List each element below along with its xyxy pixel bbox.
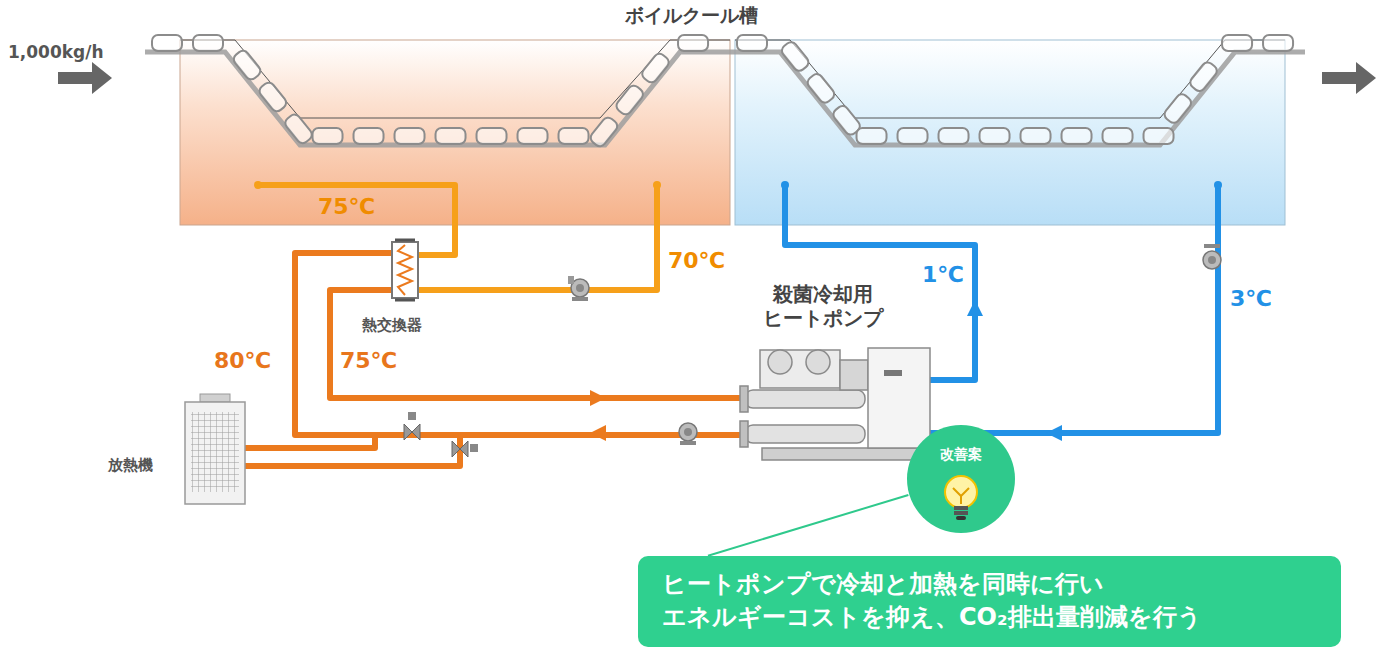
temperature: 3℃	[1230, 286, 1272, 312]
pump	[1203, 244, 1221, 269]
conveyor-tray	[898, 128, 928, 144]
part-name: 熱交換器	[362, 316, 422, 334]
idea-badge: 改善案	[906, 424, 1016, 534]
conveyor-tray	[1188, 60, 1219, 93]
temperature: 1℃	[922, 262, 964, 288]
conveyor-tray	[1222, 35, 1252, 51]
cold-tank	[735, 40, 1285, 225]
conveyor-tray	[559, 128, 589, 144]
valve	[452, 441, 478, 457]
conveyor-tray	[518, 128, 548, 144]
conveyor-tray	[939, 128, 969, 144]
conveyor-tray	[857, 128, 887, 144]
conveyor-tray	[395, 128, 425, 144]
conveyor-tray	[640, 51, 671, 84]
temperature: 70℃	[668, 248, 725, 274]
temperature: 75℃	[318, 194, 375, 220]
conveyor-tray	[193, 35, 223, 51]
temperature: 75℃	[340, 348, 397, 374]
conveyor-tray	[231, 48, 262, 81]
badge-text: 改善案	[906, 424, 1016, 464]
callout-text: ヒートポンプで冷却と加熱を同時に行い エネルギーコストを抑え、CO₂排出量削減を…	[662, 568, 1302, 635]
conveyor-tray	[313, 128, 343, 144]
leader-line	[708, 495, 908, 556]
diagram-title: ボイルクール槽	[0, 3, 1383, 29]
hp-hot-pipe	[295, 253, 745, 435]
temperature: 80℃	[214, 348, 271, 374]
conveyor-tray	[805, 72, 836, 105]
inflow-arrow	[58, 62, 112, 94]
conveyor-tray	[1144, 128, 1174, 144]
conveyor-tray	[588, 115, 619, 148]
part-name: 放熱機	[108, 456, 153, 474]
conveyor-tray	[980, 128, 1010, 144]
conveyor-tray	[614, 83, 645, 116]
flow-rate: 1,000kg/h	[8, 42, 104, 62]
part-name: 殺菌冷却用 ヒートポンプ	[748, 282, 898, 330]
radiator-pipe	[245, 435, 460, 466]
heat-pump-machine	[740, 348, 934, 460]
conveyor-tray	[152, 35, 182, 51]
conveyor-tray	[780, 40, 811, 73]
conveyor-tray	[1103, 128, 1133, 144]
conveyor-tray	[1263, 35, 1293, 51]
conveyor-tray	[1021, 128, 1051, 144]
conveyor-tray	[257, 80, 288, 113]
valve	[404, 412, 420, 440]
pump	[568, 276, 589, 301]
conveyor-tray	[678, 35, 708, 51]
heat-exchanger	[392, 240, 418, 300]
conveyor-tray	[1162, 92, 1193, 125]
conveyor-tray	[354, 128, 384, 144]
callout-box: ヒートポンプで冷却と加熱を同時に行い エネルギーコストを抑え、CO₂排出量削減を…	[638, 556, 1341, 647]
conveyor-tray	[436, 128, 466, 144]
tank-hot-pipe	[258, 185, 657, 290]
conveyor-tray	[283, 112, 314, 145]
radiator	[185, 394, 245, 504]
conveyor	[145, 35, 1305, 149]
conveyor-tray	[477, 128, 507, 144]
pump	[679, 423, 697, 445]
badge-shape	[906, 424, 1016, 534]
outflow-arrow	[1322, 62, 1376, 94]
conveyor-tray	[1062, 128, 1092, 144]
conveyor-tray	[737, 35, 767, 51]
